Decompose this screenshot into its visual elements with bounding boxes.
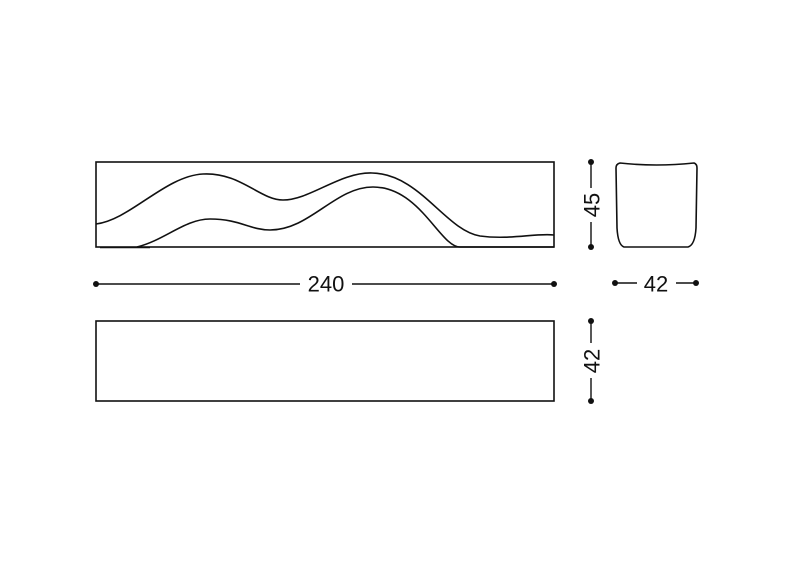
width-dimension: 240 (93, 272, 557, 297)
plan-view (95, 320, 555, 402)
front-view-outline (95, 161, 555, 248)
front-view (95, 161, 555, 249)
side-view (615, 162, 698, 248)
side-depth-label: 42 (644, 272, 668, 297)
plan-depth-label: 42 (580, 349, 605, 373)
height-label: 45 (580, 193, 605, 217)
wave-bottom-edge (136, 186, 554, 248)
plan-depth-dimension: 42 (580, 318, 605, 404)
side-view-outline (615, 162, 698, 248)
side-depth-dimension: 42 (612, 272, 699, 297)
width-label: 240 (308, 272, 345, 297)
wave-top-edge (95, 172, 555, 239)
height-dimension: 45 (580, 159, 605, 250)
plan-view-outline (95, 320, 555, 402)
